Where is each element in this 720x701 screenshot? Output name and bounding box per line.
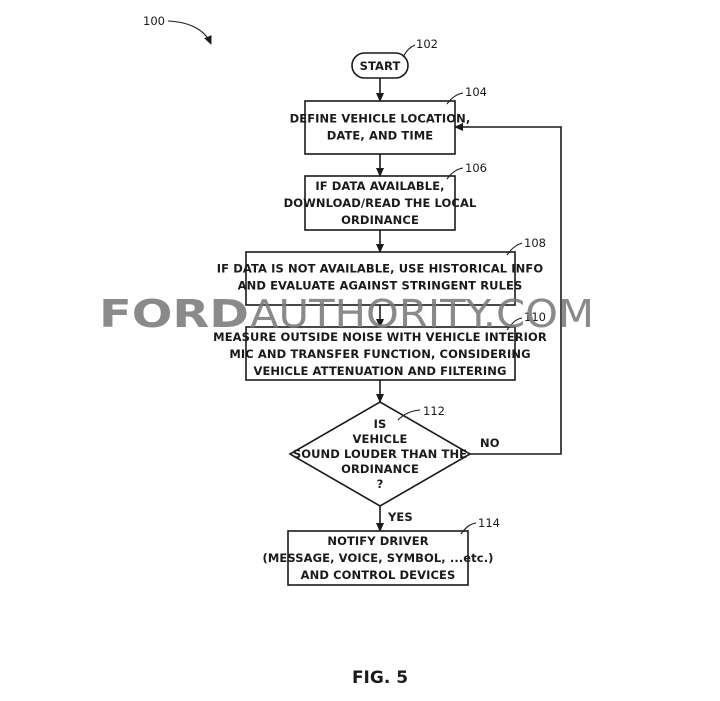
ref-leader-114: [460, 522, 477, 535]
edge-no-loop-to-104: [454, 123, 562, 455]
ref-label-114: 114: [478, 516, 500, 530]
ref-leader-112: [397, 409, 421, 421]
process-text-114: NOTIFY DRIVER (MESSAGE, VOICE, SYMBOL, ..…: [262, 534, 493, 582]
ref-leader-104: [446, 92, 464, 105]
node-text-line: VEHICLE: [353, 432, 408, 446]
node-text-line: AND EVALUATE AGAINST STRINGENT RULES: [238, 279, 523, 293]
node-text-line: IF DATA IS NOT AVAILABLE, USE HISTORICAL…: [217, 262, 544, 276]
watermark-authority-text: AUTHORITY.COM: [250, 292, 594, 336]
start-text: START: [360, 59, 401, 73]
node-text-line: MEASURE OUTSIDE NOISE WITH VEHICLE INTER…: [213, 330, 547, 344]
watermark: FORD AUTHORITY.COM: [99, 292, 594, 336]
ref-leader-110: [506, 317, 523, 331]
node-text-line: ORDINANCE: [341, 213, 419, 227]
process-text-104: DEFINE VEHICLE LOCATION, DATE, AND TIME: [290, 112, 471, 143]
node-text-line: IF DATA AVAILABLE,: [315, 179, 444, 193]
node-text-line: IS: [374, 417, 387, 431]
process-text-108: IF DATA IS NOT AVAILABLE, USE HISTORICAL…: [217, 262, 544, 293]
ref-leader-106: [446, 167, 464, 180]
process-text-110: MEASURE OUTSIDE NOISE WITH VEHICLE INTER…: [213, 330, 547, 378]
figure-caption: FIG. 5: [352, 668, 408, 688]
node-text-line: VEHICLE ATTENUATION AND FILTERING: [253, 364, 506, 378]
node-text-line: (MESSAGE, VOICE, SYMBOL, ...etc.): [262, 551, 493, 565]
ref-label-104: 104: [465, 85, 487, 99]
node-text-line: DEFINE VEHICLE LOCATION,: [290, 112, 471, 126]
node-text-line: ?: [377, 477, 384, 491]
ref-label-110: 110: [524, 310, 546, 324]
process-box-104: [304, 100, 456, 155]
node-text-line: START: [360, 59, 401, 73]
node-text-line: SOUND LOUDER THAN THE: [293, 447, 467, 461]
process-text-106: IF DATA AVAILABLE, DOWNLOAD/READ THE LOCA…: [284, 179, 477, 227]
ref-label-102: 102: [416, 37, 438, 51]
process-box-108: [245, 251, 516, 306]
no-label: NO: [480, 436, 500, 450]
node-text-line: AND CONTROL DEVICES: [301, 568, 456, 582]
node-text-line: ORDINANCE: [341, 462, 419, 476]
ref-leader-108: [506, 242, 523, 256]
watermark-ford-text: FORD: [99, 292, 249, 336]
ref-label-100: 100: [143, 14, 165, 28]
node-text-line: DOWNLOAD/READ THE LOCAL: [284, 196, 477, 210]
process-box-110: [245, 326, 516, 381]
ref-arrow-100: [167, 20, 212, 45]
node-text-line: DATE, AND TIME: [327, 129, 434, 143]
ref-label-106: 106: [465, 161, 487, 175]
ref-label-112: 112: [423, 404, 445, 418]
ref-leader-102: [402, 44, 416, 58]
node-text-line: NOTIFY DRIVER: [327, 534, 428, 548]
node-text-line: MIC AND TRANSFER FUNCTION, CONSIDERING: [229, 347, 530, 361]
ref-label-108: 108: [524, 236, 546, 250]
process-box-114: [287, 530, 469, 586]
yes-label: YES: [387, 510, 413, 524]
